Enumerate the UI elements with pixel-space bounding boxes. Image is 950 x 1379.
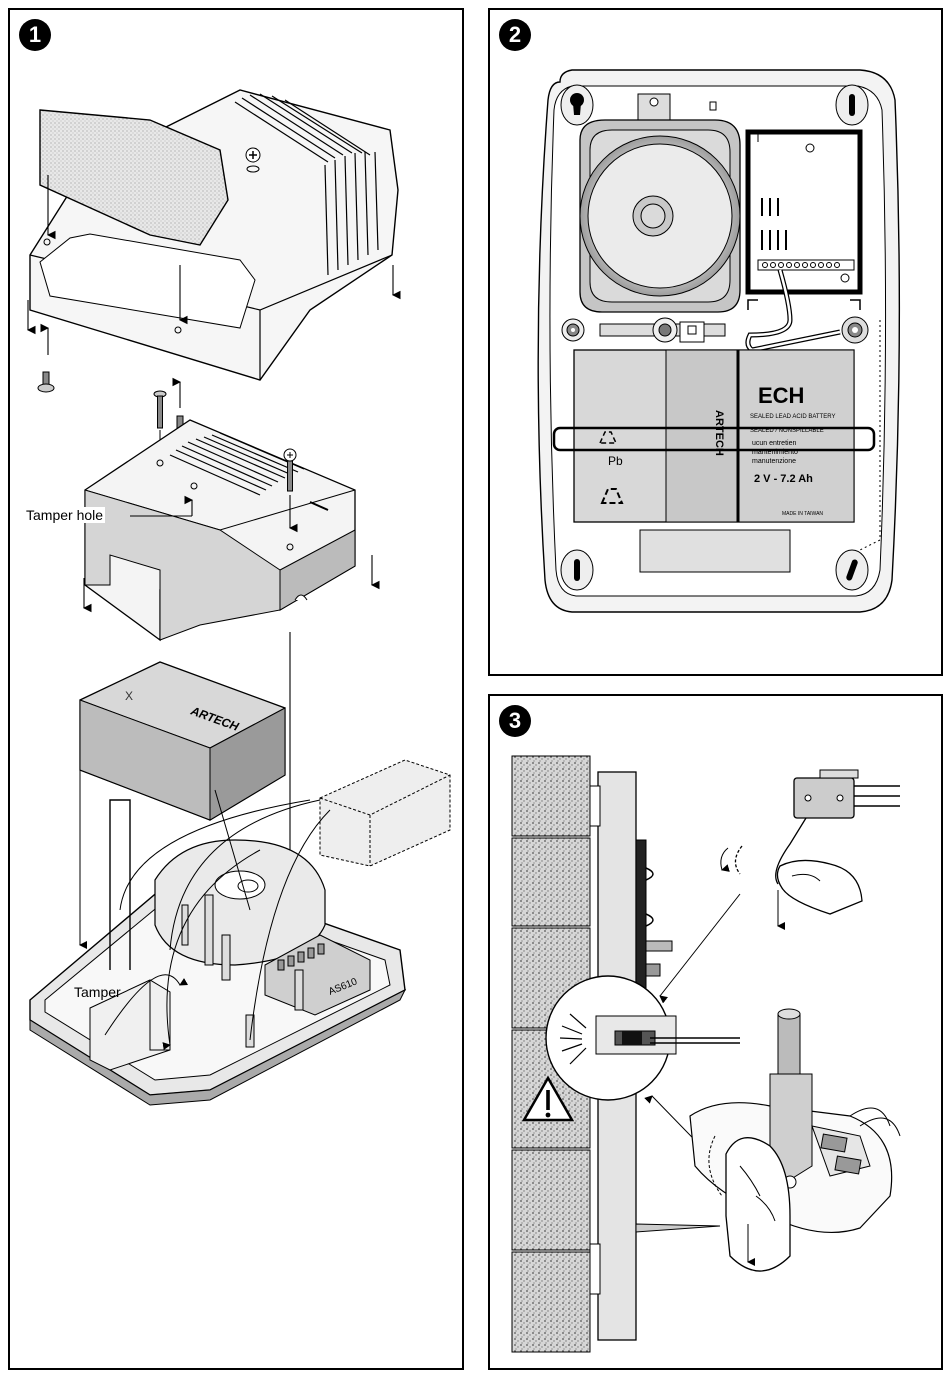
- screw-icon: [38, 372, 54, 392]
- svg-text:mantenimiento: mantenimiento: [752, 449, 798, 456]
- panel-2-open-housing: 2: [488, 8, 943, 676]
- panel-2-drawing: Pb ECH SEALED LEAD ACID BATTERY SEALED /…: [490, 10, 945, 678]
- svg-text:MADE IN TAIWAN: MADE IN TAIWAN: [782, 511, 823, 517]
- panel-1-drawing: ARTECH X AS610: [10, 10, 466, 1372]
- wall-plug-icon: [561, 550, 593, 590]
- inner-cover: [85, 420, 355, 640]
- battery-ghost: [320, 760, 450, 866]
- svg-text:SEALED / NONSPILLABLE: SEALED / NONSPILLABLE: [750, 428, 824, 434]
- hand-icon: [777, 860, 862, 914]
- outer-cover: [30, 90, 398, 380]
- circuit-board: [748, 132, 860, 310]
- svg-text:ARTECH: ARTECH: [713, 410, 725, 456]
- svg-text:2 V - 7.2 Ah: 2 V - 7.2 Ah: [754, 473, 813, 485]
- panel-3-drawing: [490, 696, 945, 1372]
- panel-3-wall-mount-detail: 3: [488, 694, 943, 1370]
- svg-text:ECH: ECH: [758, 383, 804, 408]
- wall-plug-icon: [836, 550, 868, 590]
- speaker: [580, 120, 740, 312]
- battery-pack: ARTECH X: [80, 662, 285, 820]
- callout-tamper-hole: Tamper hole: [24, 507, 105, 523]
- callout-tamper: Tamper: [72, 984, 123, 1000]
- screw-icon: [154, 391, 166, 428]
- panel-1-exploded-view: 1: [8, 8, 464, 1370]
- magnified-detail: [546, 976, 740, 1100]
- svg-text:ucun entretien: ucun entretien: [752, 440, 796, 447]
- svg-text:X: X: [125, 689, 133, 703]
- svg-text:SEALED LEAD ACID BATTERY: SEALED LEAD ACID BATTERY: [750, 414, 835, 420]
- svg-text:manutenzione: manutenzione: [752, 458, 796, 465]
- svg-text:Pb: Pb: [608, 454, 623, 468]
- wall-plug-icon: [561, 85, 593, 125]
- wall-plug-icon: [836, 85, 868, 125]
